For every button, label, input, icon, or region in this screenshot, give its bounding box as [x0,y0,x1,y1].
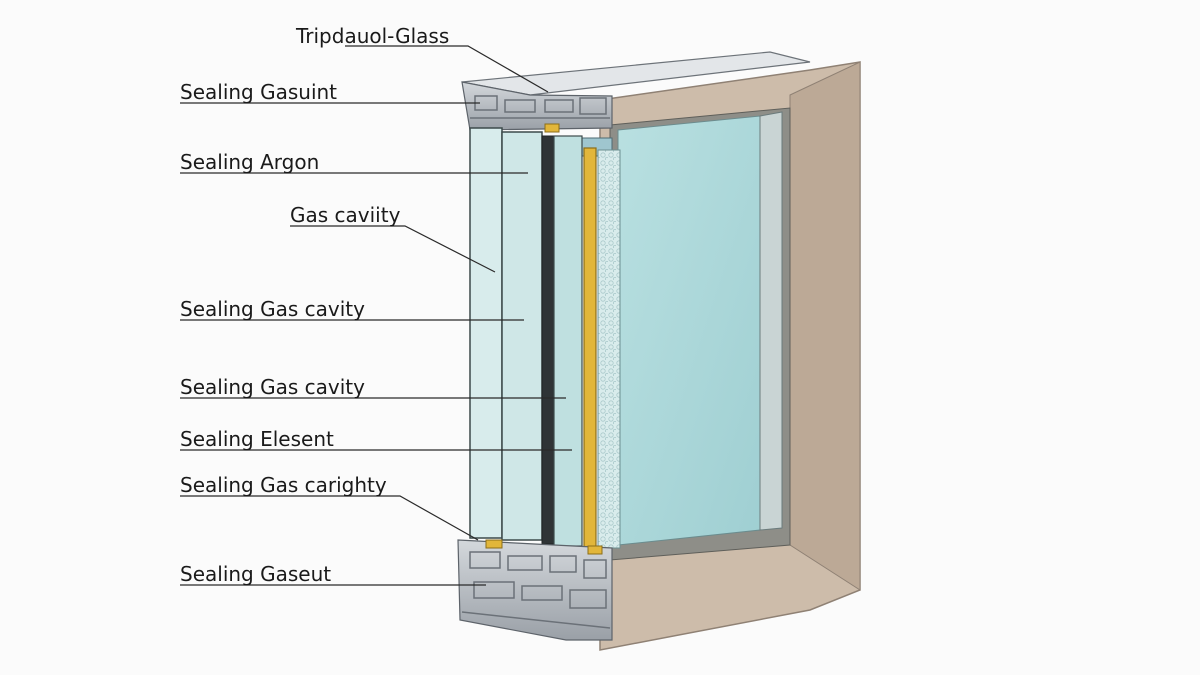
top-gasket [544,123,560,133]
leader-title [345,45,549,93]
leader-gas-cavity [290,225,496,273]
glass-inner-edge [759,111,783,531]
pane-argon-gap [553,135,583,547]
label-sealing-gaseut: Sealing Gaseut [180,562,332,586]
bottom-gasket-left [485,539,503,549]
label-sealing-elesent: Sealing Elesent [180,427,334,451]
pane-inner-dark [541,135,555,545]
label-sealing-gas-cavity-2: Sealing Gas cavity [180,375,365,399]
label-sealing-gasuint: Sealing Gasuint [180,80,338,104]
bottom-profile-chambers [461,551,611,629]
pane-outer [469,127,503,539]
label-gas-cavity: Gas caviity [290,203,401,227]
spacer-gold [583,147,597,549]
label-tripdauol-glass: Tripdauol-Glass [296,24,450,48]
leader-lines [180,45,572,586]
desiccant-strip [597,149,621,549]
label-sealing-gas-carighty: Sealing Gas carighty [180,473,387,497]
glass-pane [617,115,761,546]
label-sealing-argon: Sealing Argon [180,150,320,174]
top-profile-chambers [470,95,610,119]
bottom-gasket-right [587,545,603,555]
pane-middle [501,131,543,541]
frame-right-bevel [789,61,861,591]
leader-sealing-gas-carighty [180,495,479,541]
label-sealing-gas-cavity-1: Sealing Gas cavity [180,297,365,321]
